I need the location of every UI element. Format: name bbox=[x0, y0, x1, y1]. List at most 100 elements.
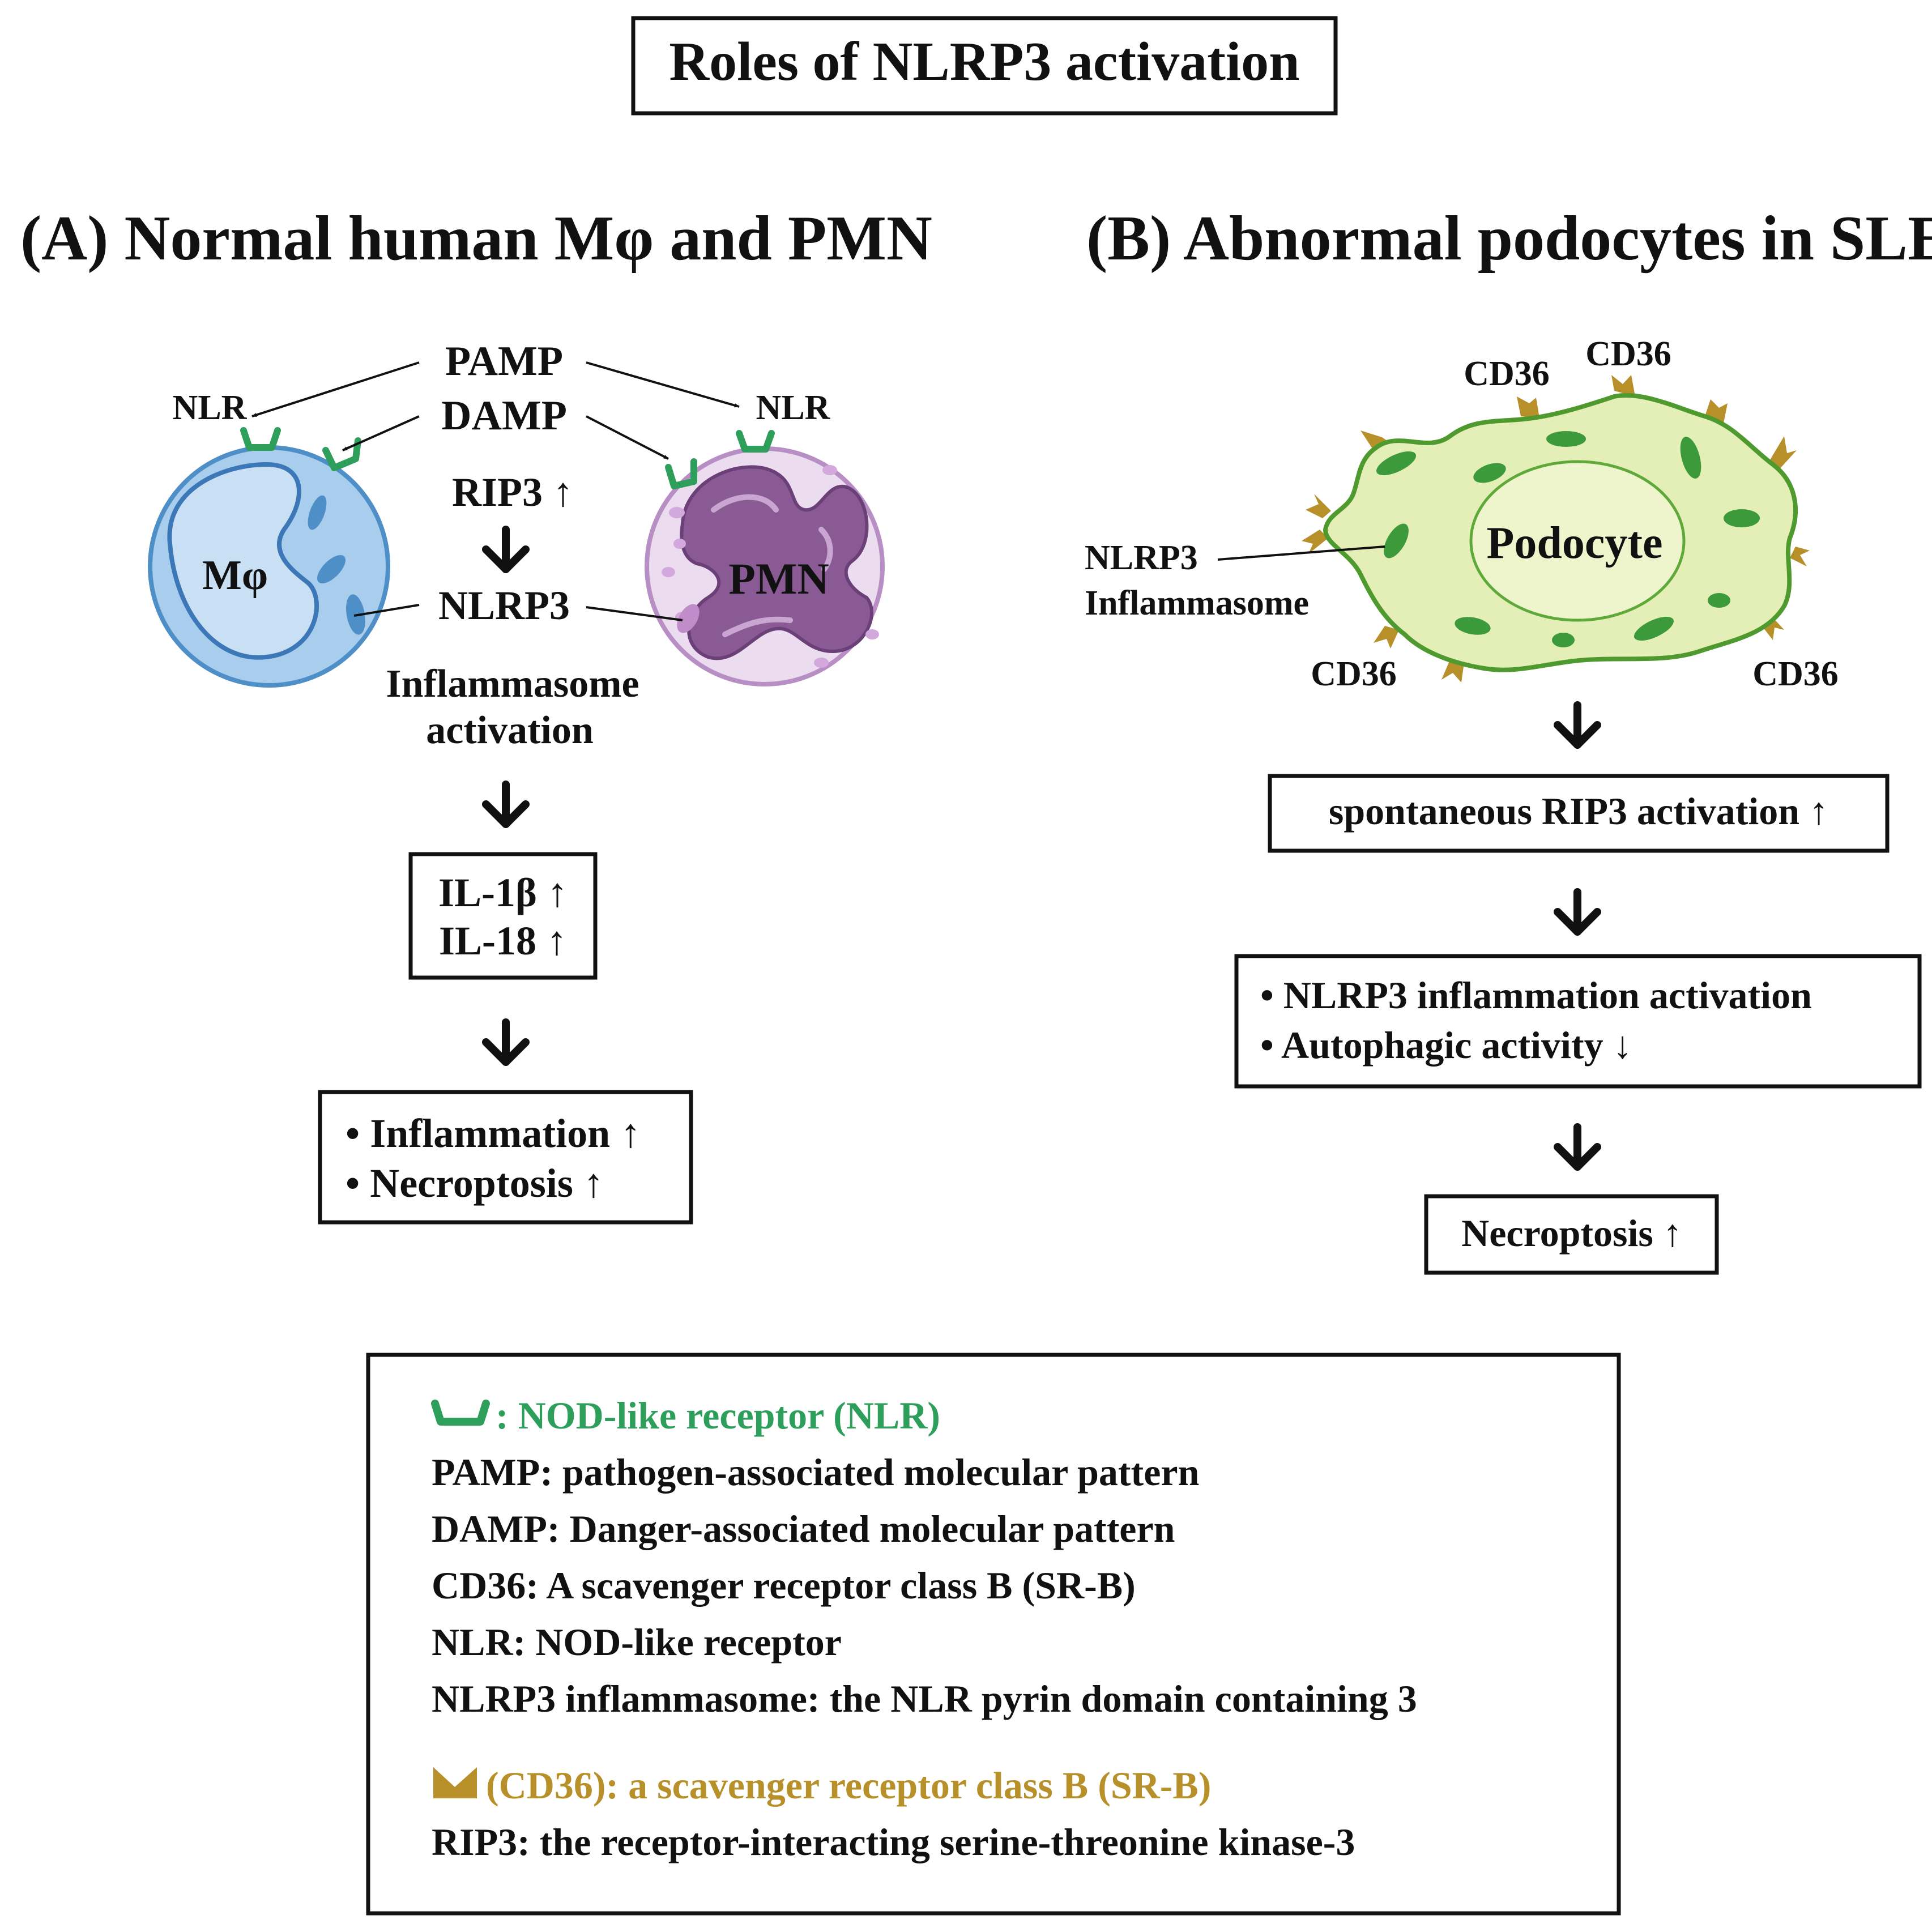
nlrp3-inflammasome-organelle bbox=[1680, 437, 1701, 479]
podocyte-label: Podocyte bbox=[1486, 518, 1662, 568]
pamp-to-nlr-right-arrow bbox=[586, 361, 740, 408]
damp-label: DAMP bbox=[441, 393, 567, 439]
cd36-receptor-icon bbox=[1374, 626, 1399, 649]
podocyte-inflammasome-label: Inflammasome bbox=[1085, 584, 1309, 622]
legend-cd36-symbol: (CD36): a scavenger receptor class B (SR… bbox=[486, 1764, 1211, 1807]
pmn-nlrp3-organelle bbox=[677, 604, 700, 633]
legend-line: RIP3: the receptor-interacting serine-th… bbox=[432, 1820, 1355, 1863]
panel-b-heading: (B) Abnormal podocytes in SLE bbox=[1086, 203, 1932, 274]
cytokine-box bbox=[408, 852, 598, 980]
nlrp3-to-pmn-line bbox=[586, 606, 683, 621]
pmn-nucleus bbox=[680, 465, 873, 660]
podocyte-cell: Podocyte bbox=[1302, 375, 1810, 683]
cd36-receptor-icon bbox=[433, 1767, 477, 1798]
nlr-receptor-icon bbox=[736, 430, 775, 453]
down-arrow-icon bbox=[482, 1018, 530, 1066]
pmn-cell: PMN bbox=[645, 430, 885, 686]
legend-nlr-symbol: : NOD-like receptor (NLR) bbox=[496, 1394, 940, 1437]
title-block: Roles of NLRP3 activation bbox=[631, 16, 1338, 116]
podocyte-nlrp3-label: NLRP3 bbox=[1085, 539, 1198, 577]
cd36-receptor-icon bbox=[1306, 494, 1331, 518]
nlrp3-inflammasome-organelle bbox=[1384, 523, 1409, 558]
down-arrow-icon bbox=[482, 526, 530, 573]
pmn-label: PMN bbox=[728, 554, 829, 603]
cytokine-il1b: IL-1β ↑ bbox=[438, 870, 568, 915]
rip3-activation-box bbox=[1268, 774, 1890, 853]
macrophage-cell: Mφ bbox=[148, 427, 390, 688]
pmn-nucleus-highlight bbox=[711, 494, 779, 513]
legend-line: NLR: NOD-like receptor bbox=[432, 1620, 842, 1664]
podocyte-nucleus bbox=[1469, 460, 1686, 622]
inflammasome-label: Inflammasome bbox=[386, 662, 639, 706]
down-arrow-icon bbox=[1554, 1123, 1601, 1171]
nlr-receptor-icon bbox=[431, 1400, 490, 1426]
nlrp3-inflammasome-organelle bbox=[1376, 451, 1417, 476]
legend-box bbox=[366, 1353, 1621, 1916]
macrophage-nucleus bbox=[167, 462, 319, 660]
nlr-receptor-icon bbox=[665, 458, 697, 489]
cd36-receptor-icon bbox=[1790, 547, 1810, 566]
pmn-granule bbox=[669, 507, 685, 518]
nlrp3-inflammation-activation-text: • NLRP3 inflammation activation bbox=[1260, 974, 1812, 1017]
cd36-receptor-icon bbox=[1611, 375, 1635, 396]
pmn-granule bbox=[814, 658, 829, 668]
rip3-activation-text: spontaneous RIP3 activation ↑ bbox=[1329, 790, 1828, 833]
nlrp3-inflammasome-organelle bbox=[1634, 616, 1674, 641]
rip3-label: RIP3 ↑ bbox=[452, 470, 573, 515]
nlr-receptor-icon bbox=[240, 427, 281, 451]
nlr-receptor-icon bbox=[322, 437, 361, 471]
legend: : NOD-like receptor (NLR) PAMP: pathogen… bbox=[366, 1353, 1621, 1916]
down-arrow-icon bbox=[1554, 701, 1601, 749]
activation-label: activation bbox=[426, 709, 594, 752]
outcome-inflammation: • Inflammation ↑ bbox=[346, 1111, 641, 1156]
nlrp3-inflammasome-organelle bbox=[1473, 463, 1506, 483]
nlrp3-to-macrophage-line bbox=[353, 604, 420, 617]
cd36-label: CD36 bbox=[1585, 335, 1671, 373]
nlrp3-inflammasome-organelle bbox=[1724, 509, 1760, 527]
necroptosis-box bbox=[1424, 1194, 1719, 1275]
macrophage-organelle bbox=[308, 495, 327, 530]
outcome-necroptosis: • Necroptosis ↑ bbox=[346, 1161, 604, 1206]
pmn-granule bbox=[865, 629, 879, 639]
outcome-box bbox=[318, 1090, 693, 1225]
down-arrow-icon bbox=[1554, 888, 1601, 936]
podocyte-nlrp3-pointer bbox=[1217, 545, 1385, 561]
cytokine-il18: IL-18 ↑ bbox=[439, 918, 567, 963]
cd36-label: CD36 bbox=[1311, 655, 1397, 693]
nlrp3-label: NLRP3 bbox=[438, 583, 570, 628]
cd36-receptor-icon bbox=[1770, 436, 1797, 470]
macrophage-organelle bbox=[317, 555, 346, 583]
page-title: Roles of NLRP3 activation bbox=[669, 31, 1299, 92]
legend-line: NLRP3 inflammasome: the NLR pyrin domain… bbox=[432, 1677, 1417, 1720]
cd36-receptor-icon bbox=[1302, 530, 1328, 554]
pmn-granule bbox=[673, 539, 686, 549]
cd36-receptor-icon bbox=[1517, 396, 1539, 418]
pamp-to-nlr-left-arrow bbox=[251, 361, 420, 417]
autophagic-activity-text: • Autophagic activity ↓ bbox=[1260, 1023, 1632, 1067]
nlrp3-inflammasome-organelle bbox=[1546, 431, 1586, 447]
pmn-nucleus-highlight bbox=[722, 616, 793, 637]
macrophage-label: Mφ bbox=[202, 552, 268, 599]
necroptosis-text: Necroptosis ↑ bbox=[1461, 1212, 1682, 1255]
pmn-granule bbox=[662, 567, 675, 577]
down-arrow-icon bbox=[482, 781, 530, 828]
legend-line: PAMP: pathogen-associated molecular patt… bbox=[432, 1451, 1199, 1494]
pmn-nucleus-highlight bbox=[818, 527, 833, 572]
cd36-label: CD36 bbox=[1464, 355, 1550, 393]
panel-a-heading: (A) Normal human Mφ and PMN bbox=[20, 203, 932, 274]
title-box bbox=[631, 16, 1338, 116]
nlrp3-autophagy-box bbox=[1234, 954, 1922, 1089]
legend-line: CD36: A scavenger receptor class B (SR-B… bbox=[432, 1564, 1136, 1607]
legend-line: DAMP: Danger-associated molecular patter… bbox=[432, 1507, 1175, 1550]
cd36-receptor-icons bbox=[1302, 375, 1810, 683]
nlrp3-inflammasome-organelle bbox=[1552, 633, 1575, 647]
nlr-label-left: NLR bbox=[173, 389, 248, 427]
panel-a: (A) Normal human Mφ and PMN Mφ bbox=[20, 203, 932, 1225]
nlrp3-inflammasome-organelle bbox=[1455, 617, 1491, 635]
podocyte-organelles bbox=[1376, 431, 1760, 647]
pmn-granule bbox=[822, 465, 837, 475]
damp-to-macrophage-arrow bbox=[342, 415, 420, 451]
nlr-label-right: NLR bbox=[756, 389, 831, 427]
panel-b: (B) Abnormal podocytes in SLE bbox=[1085, 203, 1932, 1275]
cd36-label: CD36 bbox=[1752, 655, 1839, 693]
